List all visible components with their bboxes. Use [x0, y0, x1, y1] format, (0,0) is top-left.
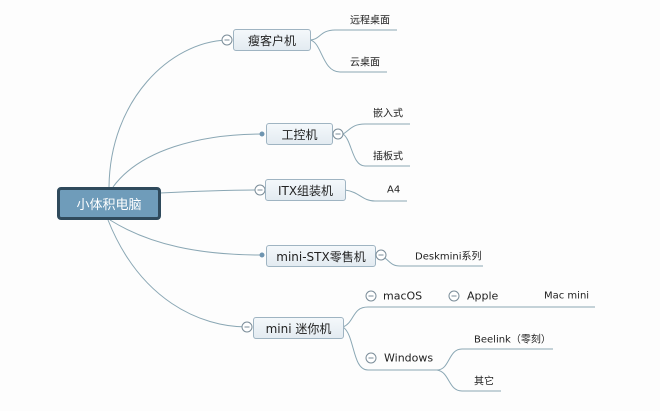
collapse-icon[interactable] [254, 184, 266, 196]
root-node[interactable]: 小体积电脑 [57, 187, 161, 220]
branch-industrial-pc[interactable]: 工控机 [266, 123, 333, 145]
branch-mini-pc[interactable]: mini 迷你机 [253, 317, 344, 339]
leaf-beelink[interactable]: Beelink（零刻） [474, 334, 551, 346]
node-windows[interactable]: Windows [384, 351, 434, 365]
connector-dot [259, 252, 265, 258]
collapse-icon[interactable] [332, 128, 344, 140]
collapse-icon[interactable] [241, 321, 253, 333]
collapse-icon[interactable] [448, 290, 460, 302]
branch-mini-stx[interactable]: mini-STX零售机 [266, 245, 376, 267]
leaf-mac-mini[interactable]: Mac mini [544, 290, 590, 302]
connector-dot [259, 131, 265, 137]
leaf-cloud-desktop[interactable]: 云桌面 [350, 57, 380, 69]
leaf-plug-in[interactable]: 插板式 [373, 151, 403, 163]
branch-itx[interactable]: ITX组装机 [265, 179, 346, 201]
collapse-icon[interactable] [365, 352, 377, 364]
collapse-icon[interactable] [221, 34, 233, 46]
node-apple[interactable]: Apple [467, 289, 499, 303]
collapse-icon[interactable] [365, 290, 377, 302]
leaf-other[interactable]: 其它 [474, 376, 494, 388]
leaf-deskmini[interactable]: Deskmini系列 [415, 251, 482, 263]
branch-thin-client[interactable]: 瘦客户机 [233, 29, 311, 51]
leaf-embedded[interactable]: 嵌入式 [373, 108, 403, 120]
node-macos[interactable]: macOS [383, 289, 423, 303]
collapse-icon[interactable] [375, 249, 387, 261]
leaf-remote-desktop[interactable]: 远程桌面 [350, 15, 390, 27]
leaf-a4[interactable]: A4 [387, 184, 401, 196]
